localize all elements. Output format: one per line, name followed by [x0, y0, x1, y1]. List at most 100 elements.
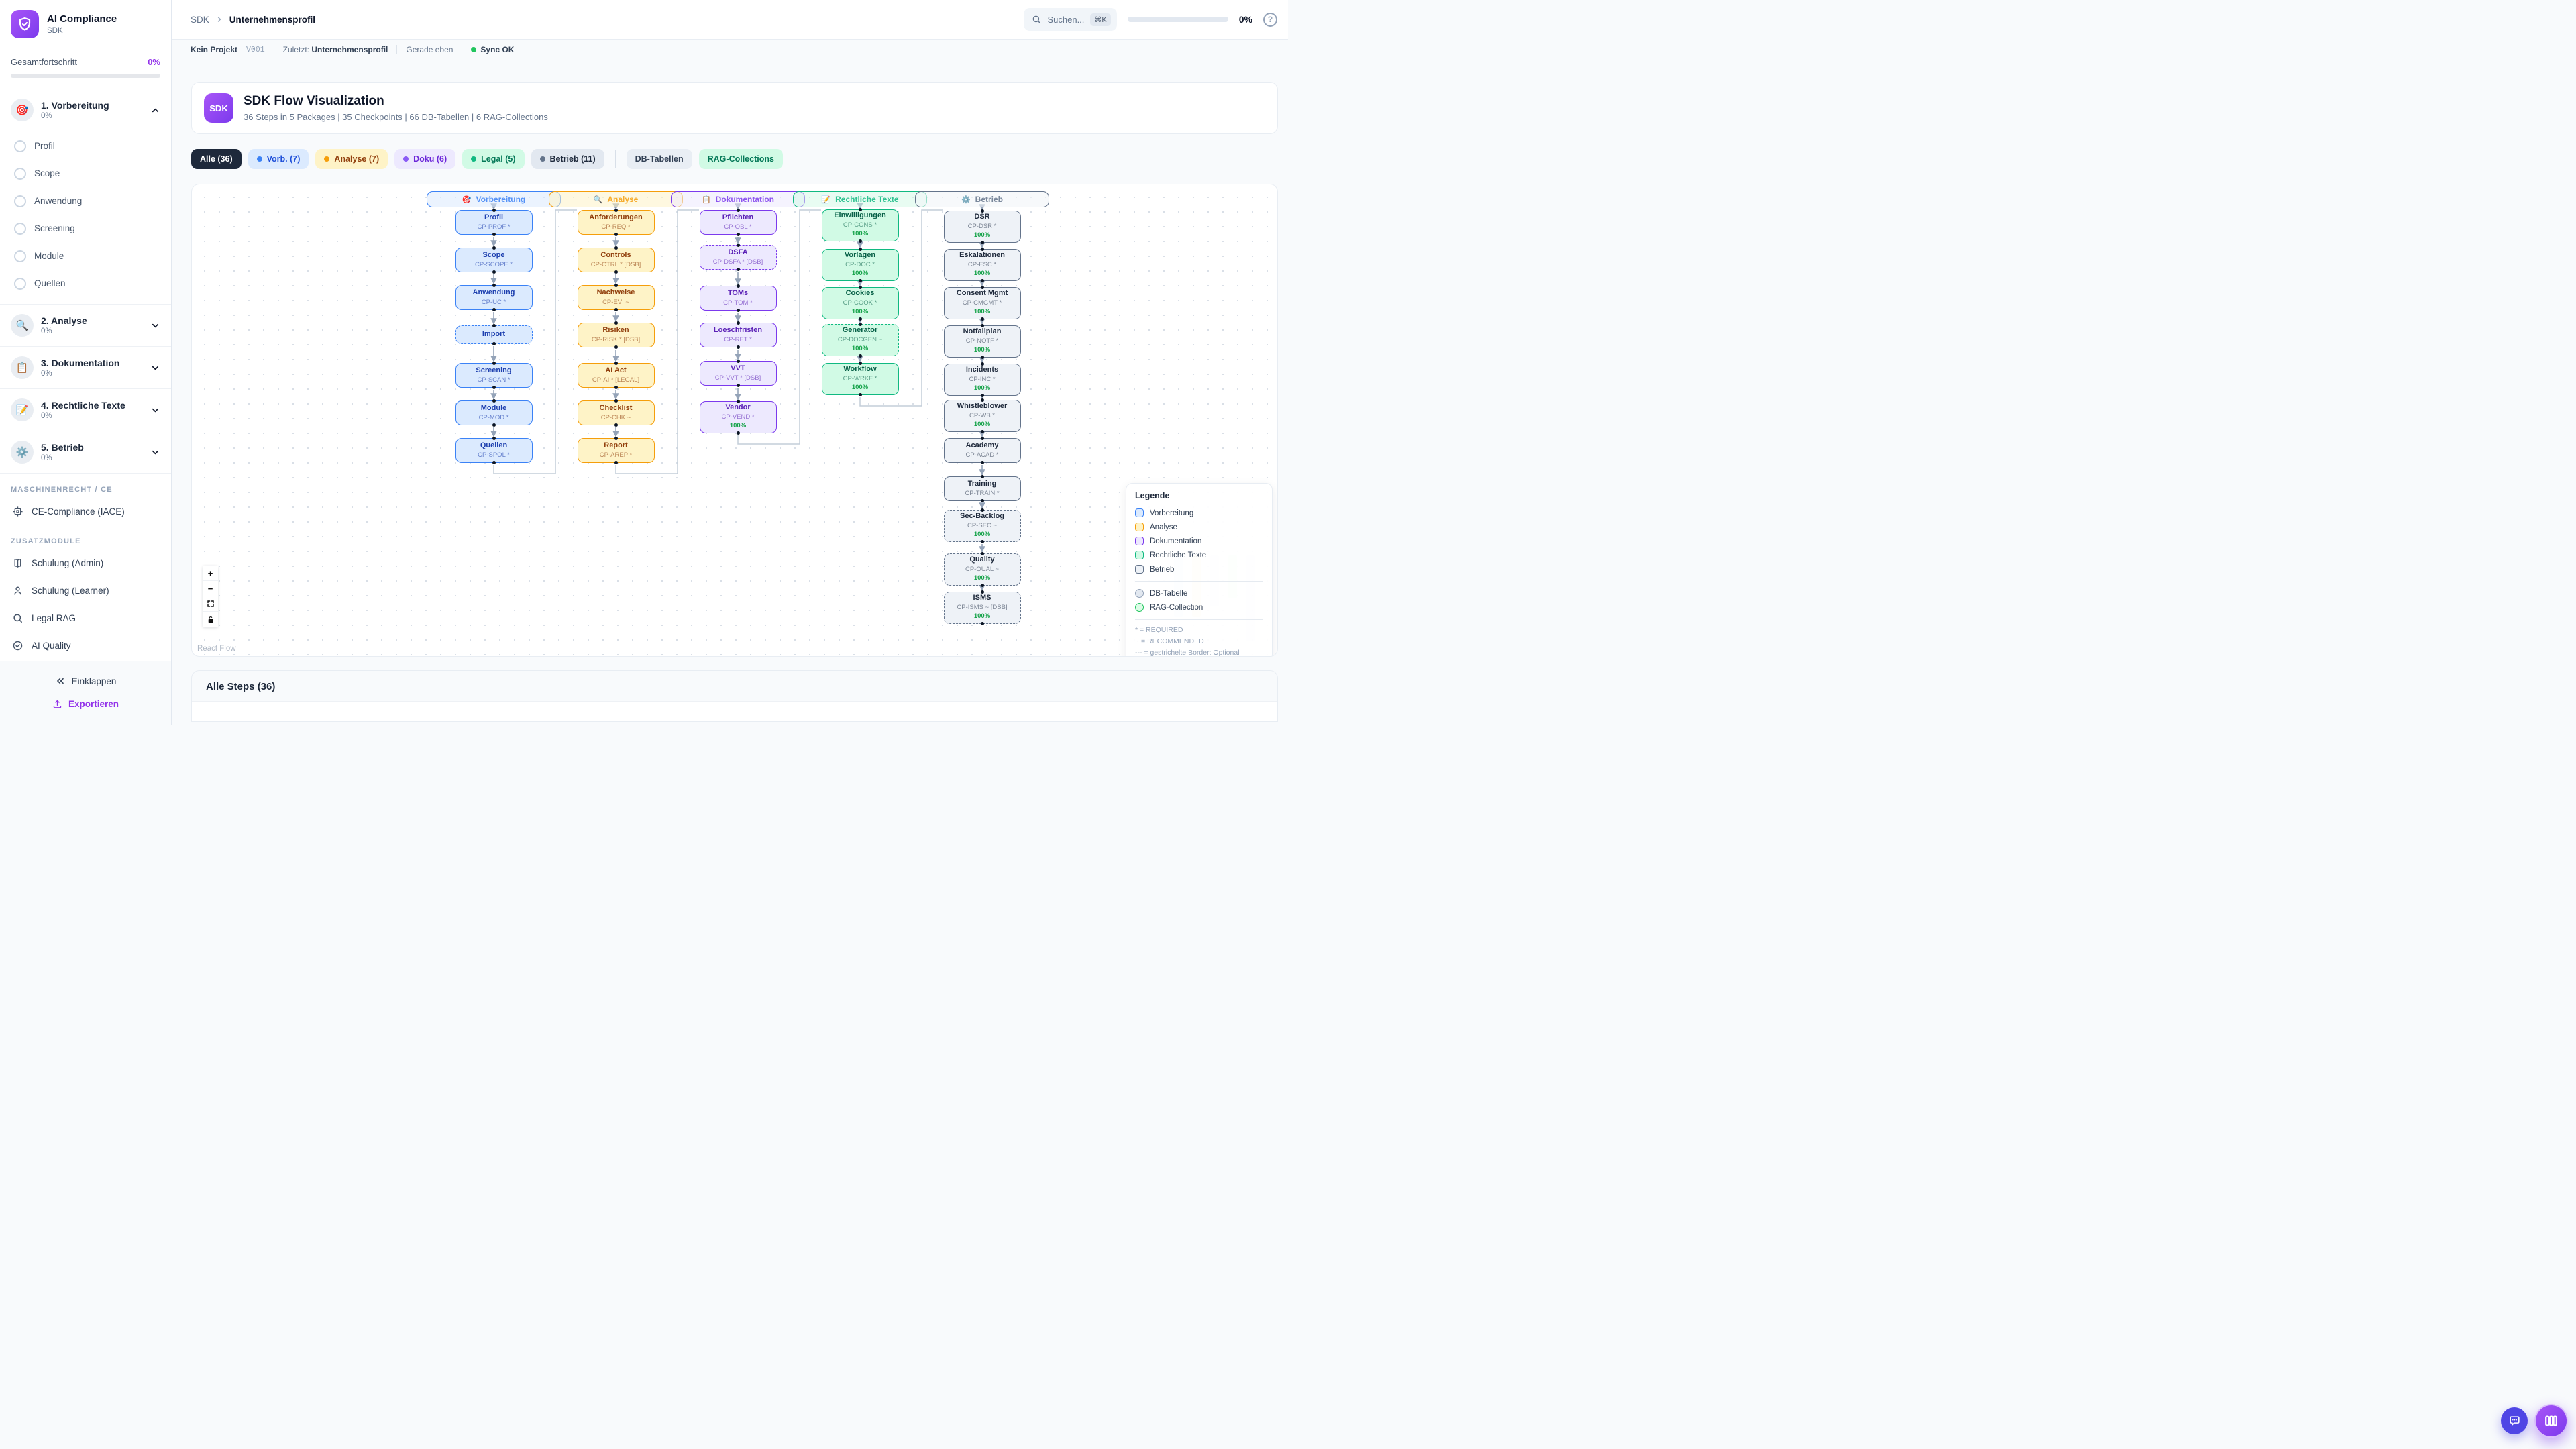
column-header-analyse[interactable]: 🔍Analyse: [549, 191, 683, 207]
checkpoint-code: CP-MOD *: [478, 414, 509, 422]
vorbereitung-emoji-icon: 🎯: [462, 195, 472, 204]
sidebar-item-quellen[interactable]: Quellen: [0, 270, 171, 297]
lock-button[interactable]: [203, 612, 218, 627]
filter-rag-collections[interactable]: RAG-Collections: [698, 149, 783, 169]
checkpoint-code: CP-DOC *: [845, 260, 875, 268]
filter-analyse-7-[interactable]: Analyse (7): [315, 149, 388, 169]
column-header-betrieb[interactable]: ⚙️Betrieb: [915, 191, 1049, 207]
all-steps-card: Alle Steps (36): [191, 670, 1278, 722]
fit-view-button[interactable]: [203, 596, 218, 612]
filter-vorb-7-[interactable]: Vorb. (7): [248, 149, 309, 169]
sidebar-item-ai-quality[interactable]: AI Quality: [0, 632, 171, 659]
sidebar-item-scope[interactable]: Scope: [0, 160, 171, 187]
legend-swatch-icon: [1135, 537, 1144, 545]
legend-item-dokumentation: Dokumentation: [1135, 534, 1263, 548]
sidebar-item-module[interactable]: Module: [0, 242, 171, 270]
filter-doku-6-[interactable]: Doku (6): [394, 149, 456, 169]
filter-legal-5-[interactable]: Legal (5): [462, 149, 525, 169]
overall-progress-bar: [11, 74, 160, 78]
breadcrumb-root[interactable]: SDK: [191, 14, 209, 25]
sidebar-item-ce-compliance-iace-[interactable]: CE-Compliance (IACE): [0, 498, 171, 525]
board-view-fab-button[interactable]: [2534, 1404, 2568, 1438]
check-circle-icon: [12, 640, 23, 651]
filter-alle-36-[interactable]: Alle (36): [191, 149, 241, 169]
legend-item-rag-collection: RAG-Collection: [1135, 600, 1263, 614]
column-header-rechtliche-texte[interactable]: 📝Rechtliche Texte: [793, 191, 927, 207]
column-header-dokumentation[interactable]: 📋Dokumentation: [671, 191, 805, 207]
sidebar-item-schulung-admin-[interactable]: Schulung (Admin): [0, 549, 171, 577]
flow-node-import[interactable]: Import: [455, 324, 533, 345]
sidebar-item-anwendung[interactable]: Anwendung: [0, 187, 171, 215]
export-button[interactable]: Exportieren: [0, 692, 171, 715]
filter-db-tabellen[interactable]: DB-Tabellen: [626, 149, 692, 169]
chevron-up-icon: [152, 108, 159, 112]
zoom-in-button[interactable]: +: [203, 566, 218, 581]
sidebar-item-legal-rag[interactable]: Legal RAG: [0, 604, 171, 632]
chevron-down-icon: [152, 408, 159, 412]
zoom-out-button[interactable]: −: [203, 581, 218, 596]
column-header-vorbereitung[interactable]: 🎯Vorbereitung: [427, 191, 561, 207]
help-icon[interactable]: ?: [1263, 12, 1277, 27]
checkpoint-code: CP-NOTF *: [965, 337, 999, 345]
sidebar-item-schulung-learner-[interactable]: Schulung (Learner): [0, 577, 171, 604]
chat-fab-button[interactable]: [2501, 1407, 2528, 1434]
sidebar-item-screening[interactable]: Screening: [0, 215, 171, 242]
collapse-sidebar-button[interactable]: Einklappen: [0, 669, 171, 692]
filter-betrieb-11-[interactable]: Betrieb (11): [531, 149, 604, 169]
node-progress-value: 100%: [729, 422, 747, 430]
betrieb-emoji-icon: ⚙️: [11, 441, 34, 464]
betrieb-emoji-icon: ⚙️: [961, 195, 971, 204]
checkpoint-code: CP-REQ *: [601, 223, 631, 231]
search-input[interactable]: Suchen... ⌘K: [1024, 8, 1117, 31]
sidebar-item-profil[interactable]: Profil: [0, 132, 171, 160]
checkpoint-code: CP-SEC ~: [967, 521, 998, 529]
legend-circle-swatch-icon: [1135, 589, 1144, 598]
reactflow-attribution: React Flow: [197, 645, 236, 653]
legend-item-analyse: Analyse: [1135, 520, 1263, 534]
node-progress-value: 100%: [973, 231, 991, 239]
checkpoint-code: CP-SCOPE *: [475, 261, 513, 269]
node-progress-value: 100%: [851, 308, 869, 316]
